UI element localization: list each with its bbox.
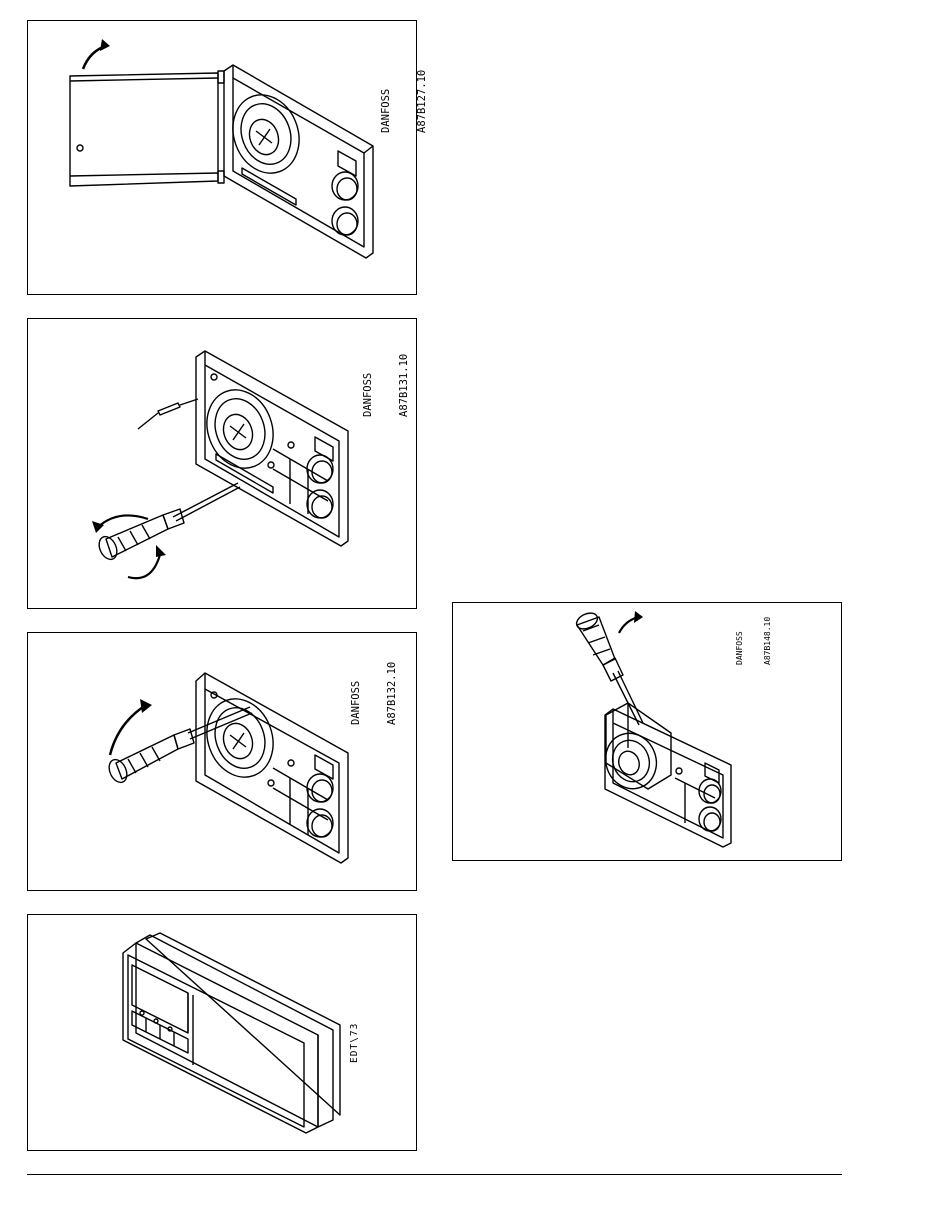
brand-text: DANFOSS bbox=[380, 70, 392, 133]
code-text: EDT\73 bbox=[350, 1023, 361, 1063]
figure-cover-removal-drawing bbox=[28, 21, 416, 294]
figure-cover-removal: DANFOSS A87B127.10 bbox=[27, 20, 417, 295]
code-text: A87B132.10 bbox=[386, 662, 398, 725]
brand-text: DANFOSS bbox=[362, 354, 374, 417]
figure-lever-removal: DANFOSS A87B148.10 bbox=[452, 602, 842, 861]
figure-code-label: EDT\73 bbox=[328, 1023, 383, 1063]
figure-code-label: DANFOSS A87B131.10 bbox=[338, 354, 435, 417]
figure-code-label: DANFOSS A87B127.10 bbox=[356, 70, 453, 133]
figure-screw-removal: DANFOSS A87B131.10 bbox=[27, 318, 417, 609]
code-text: A87B127.10 bbox=[416, 70, 428, 133]
figure-assembled-unit: EDT\73 bbox=[27, 914, 417, 1151]
brand-text: DANFOSS bbox=[735, 617, 744, 665]
code-text: A87B131.10 bbox=[398, 354, 410, 417]
figure-dial-removal: DANFOSS A87B132.10 bbox=[27, 632, 417, 891]
figure-code-label: DANFOSS A87B148.10 bbox=[717, 617, 791, 665]
code-text: A87B148.10 bbox=[763, 617, 772, 665]
figure-code-label: DANFOSS A87B132.10 bbox=[326, 662, 423, 725]
footer-rule bbox=[27, 1174, 842, 1175]
brand-text: DANFOSS bbox=[350, 662, 362, 725]
